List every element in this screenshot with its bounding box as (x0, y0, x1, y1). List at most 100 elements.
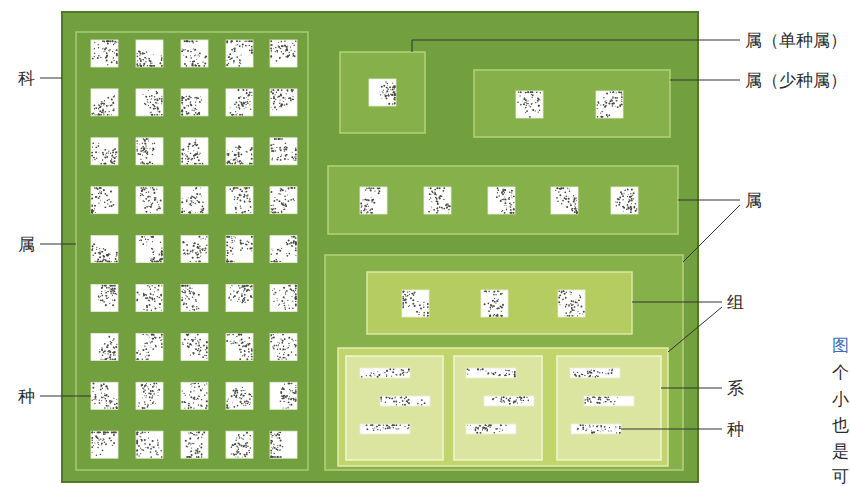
plant-speck (227, 154, 229, 156)
plant-speck (284, 305, 285, 306)
plant-speck (151, 236, 153, 238)
plant-speck (114, 60, 115, 61)
plant-speck (274, 260, 276, 262)
plant-speck (199, 65, 201, 67)
plant-speck (113, 163, 115, 165)
plant-speck (284, 97, 285, 98)
plant-speck (245, 40, 247, 42)
plant-speck (141, 190, 143, 192)
plant-speck (142, 53, 144, 55)
plant-speck (272, 92, 274, 94)
plant-speck (184, 292, 186, 294)
plant-speck (116, 294, 117, 295)
plant-speck (109, 253, 110, 254)
plant-speck (190, 343, 192, 345)
plant-speck (147, 285, 149, 287)
plant-speck (105, 285, 107, 287)
plant-speck (144, 345, 145, 346)
plant-speck (94, 187, 95, 188)
plant-speck (113, 162, 114, 163)
plant-speck (272, 144, 274, 146)
plant-speck (246, 89, 248, 91)
specimen-sheet (181, 333, 208, 360)
plant-speck (181, 157, 183, 159)
plant-speck (229, 59, 230, 60)
plant-speck (108, 50, 109, 51)
plant-speck (186, 285, 187, 286)
plant-speck (291, 187, 293, 189)
plant-speck (191, 65, 193, 67)
plant-speck (251, 46, 253, 48)
plant-speck (239, 62, 240, 63)
plant-speck (281, 211, 283, 213)
plant-speck (101, 347, 102, 348)
plant-speck (273, 294, 274, 295)
plant-speck (103, 301, 105, 303)
plant-speck (145, 198, 147, 200)
plant-speck (272, 249, 274, 251)
plant-speck (191, 200, 193, 202)
plant-speck (237, 199, 238, 200)
plant-speck (279, 102, 281, 104)
plant-speck (157, 202, 158, 203)
plant-speck (98, 105, 99, 106)
plant-speck (195, 339, 196, 340)
plant-speck (182, 289, 184, 291)
plant-speck (189, 343, 191, 345)
plant-speck (226, 40, 228, 42)
plant-speck (279, 261, 280, 262)
plant-speck (181, 50, 183, 52)
plant-speck (284, 307, 285, 308)
plant-speck (102, 259, 104, 261)
plant-speck (188, 148, 189, 149)
plant-speck (235, 162, 237, 164)
plant-speck (112, 51, 113, 52)
plant-speck (106, 295, 107, 296)
plant-speck (200, 252, 202, 254)
plant-speck (92, 155, 93, 156)
plant-speck (104, 202, 106, 204)
plant-speck (145, 96, 147, 98)
plant-speck (114, 157, 116, 159)
plant-speck (198, 345, 200, 347)
plant-speck (109, 258, 110, 259)
plant-speck (227, 249, 229, 251)
plant-speck (241, 153, 243, 155)
plant-speck (185, 303, 187, 305)
plant-speck (161, 101, 163, 103)
plant-speck (279, 147, 281, 149)
plant-speck (139, 55, 140, 56)
plant-speck (231, 343, 232, 344)
plant-speck (201, 99, 202, 100)
plant-speck (102, 159, 104, 161)
plant-speck (142, 146, 144, 148)
plant-speck (137, 358, 139, 360)
plant-speck (142, 53, 144, 55)
plant-speck (106, 55, 107, 56)
plant-speck (295, 297, 297, 299)
plant-speck (279, 290, 280, 291)
plant-speck (291, 89, 293, 91)
plant-speck (161, 334, 163, 336)
plant-speck (295, 242, 297, 244)
plant-speck (103, 353, 105, 355)
plant-speck (194, 108, 196, 110)
plant-speck (233, 60, 235, 62)
plant-speck (247, 95, 249, 97)
plant-speck (197, 40, 199, 42)
plant-speck (203, 65, 205, 67)
plant-speck (98, 203, 99, 204)
plant-speck (272, 45, 273, 46)
plant-speck (283, 148, 285, 150)
plant-speck (294, 236, 296, 238)
plant-speck (99, 351, 101, 353)
plant-speck (185, 158, 186, 159)
plant-speck (103, 114, 104, 115)
plant-speck (112, 289, 114, 291)
plant-speck (101, 349, 103, 351)
plant-speck (238, 105, 240, 107)
plant-speck (295, 297, 297, 299)
specimen-sheet (136, 187, 163, 214)
plant-speck (145, 294, 147, 296)
plant-speck (160, 340, 161, 341)
